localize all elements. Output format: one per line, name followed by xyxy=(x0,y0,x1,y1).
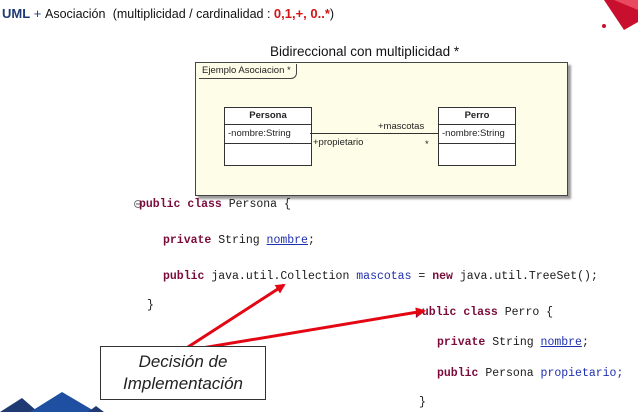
class-name: Perro xyxy=(439,108,515,125)
uml-frame-label: Ejemplo Asociacion * xyxy=(199,64,297,79)
association-line xyxy=(310,133,438,134)
title-detail-prefix: (multiplicidad / cardinalidad : xyxy=(112,7,274,21)
title-detail-suffix: ) xyxy=(329,7,335,21)
class-name: Persona xyxy=(225,108,311,125)
callout-line-2: Implementación xyxy=(122,374,243,393)
persona-close-brace: } xyxy=(147,299,154,312)
arrow-to-collection xyxy=(187,283,286,349)
perro-close-brace: } xyxy=(419,396,426,409)
perro-field-nombre: private String nombre; xyxy=(437,336,589,349)
frame-label-mark: * xyxy=(284,65,291,76)
uml-class-persona: Persona -nombre:String xyxy=(224,107,312,166)
arrow-to-propietario xyxy=(195,307,426,351)
brand-corner-shapes xyxy=(0,392,104,412)
callout-line-1: Decisión de xyxy=(138,352,228,371)
perro-field-propietario: public Persona propietario; xyxy=(437,367,624,380)
collapse-icon[interactable] xyxy=(134,200,142,208)
slide-title: UML + Asociación (multiplicidad / cardin… xyxy=(2,6,334,21)
multiplicity-label: * xyxy=(425,139,429,150)
class-attribute: -nombre:String xyxy=(225,125,311,144)
title-uml: UML xyxy=(2,6,31,21)
persona-field-mascotas: public java.util.Collection mascotas = n… xyxy=(163,270,598,283)
frame-label-text: Ejemplo Asociacion xyxy=(202,65,285,76)
diagram-subtitle: Bidireccional con multiplicidad * xyxy=(270,44,460,59)
decision-callout: Decisión de Implementación xyxy=(100,346,266,400)
role-mascotas: +mascotas xyxy=(378,121,425,132)
persona-class-declaration: public class Persona { xyxy=(139,198,291,211)
persona-field-nombre: private String nombre; xyxy=(163,234,315,247)
role-propietario: +propietario xyxy=(313,137,364,148)
title-topic: Asociación xyxy=(45,7,106,21)
class-attribute: -nombre:String xyxy=(439,125,515,144)
title-values: 0,1,+, 0..* xyxy=(273,6,330,21)
uml-class-perro: Perro -nombre:String xyxy=(438,107,516,166)
corner-logo xyxy=(602,0,638,30)
title-plus: + xyxy=(33,6,42,21)
